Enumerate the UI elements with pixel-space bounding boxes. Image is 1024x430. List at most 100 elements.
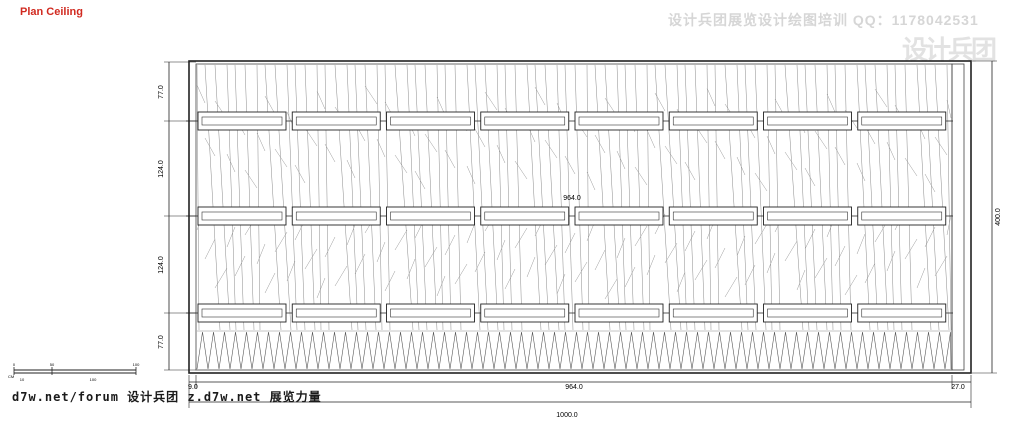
hatch-line [544,139,558,159]
hatch-line [634,64,645,331]
scale-bar: 0 50 100 CM 10 100 [8,362,140,382]
hatch-line [244,64,255,331]
beam-inner [861,211,943,221]
hatch-line [754,172,768,192]
beam-inner [578,116,660,126]
beam-inner [295,116,377,126]
hatch-line [244,169,258,189]
hatch-line [294,164,306,184]
scale-tick-bottom-1: 10 [20,377,25,382]
hatch-line [664,242,678,264]
scale-tick-top-3: 100 [133,362,140,367]
hatch-line [736,235,746,257]
hatch-line [594,134,606,154]
hatch-line [496,64,505,331]
hatch-line [406,64,420,331]
hatch-line [946,99,952,119]
hatch-line [586,64,590,331]
hatch-line [234,255,246,277]
hatch-line [346,159,356,179]
hatch-line [304,64,316,331]
hatch-line [796,64,810,331]
hatch-line [676,64,688,331]
hatch-line [706,64,712,331]
dim-left-4: 77.0 [158,335,165,349]
hatch-line [354,253,366,275]
hatch-line [624,64,635,331]
beam-inner [201,308,283,318]
hatch-line [316,90,326,110]
hatch-line [934,64,950,331]
hatch-line [454,263,468,285]
bottom-zigzag [196,330,952,370]
hatch-line [904,64,913,331]
beam-segment [763,206,852,226]
hatch-line [466,165,476,185]
hatch-line [394,154,408,174]
hatch-line [406,258,416,280]
dim-overall-height: 400.0 [995,208,1002,226]
dim-inner-width: 964.0 [563,195,581,202]
beam-inner [201,116,283,126]
hatch-line [514,160,528,180]
hatch-line [766,135,776,155]
beam-segment [668,111,758,131]
scale-tick-top-2: 50 [50,362,55,367]
outer-frame [188,60,972,374]
hatch-line [474,64,489,331]
hatch-line [634,166,648,186]
hatch-line [496,144,506,164]
hatch-line [934,255,948,277]
right-dimension: 400.0 [972,60,1002,374]
hatch-line [484,64,499,331]
hatch-line [514,64,523,331]
hatch-line [744,64,757,331]
hatch-line [196,64,200,331]
hatch-line [376,241,386,263]
hatch-line [414,170,426,190]
hatch-line [466,64,481,331]
hatch-line [346,64,359,331]
beam-segment [480,111,570,131]
beam-segment [574,206,664,226]
hatch-line [214,64,231,331]
hatch-line [924,173,936,193]
hatch-line [856,162,866,182]
hatch-line [784,64,804,331]
beam-rows [186,111,953,323]
side-strip [951,63,965,371]
hatch-line [424,133,438,153]
hatch-line [534,86,546,106]
hatch-line [534,64,550,331]
hatch-line [924,64,940,331]
hatch-line [646,254,656,276]
hatch-line [664,145,678,165]
hatch-line [714,247,726,269]
hatch-line [916,267,926,289]
hatch-line [226,226,236,248]
hatch-line [264,64,282,331]
hatch-line [864,262,876,284]
hatch-line [814,257,828,279]
dim-left-3: 124.0 [158,256,165,274]
hatch-line [724,64,743,331]
hatch-line [394,64,414,331]
hatch-line [904,157,918,177]
hatch-line [384,270,396,292]
hatch-line [544,244,558,266]
hatch-line [804,64,818,331]
hatch-line [564,155,576,175]
hatch-line [334,265,348,287]
hatch-line [346,224,356,246]
beam-inner [484,211,566,221]
beam-inner [390,211,471,221]
beam-segment [291,111,381,131]
hatch-line [196,84,206,104]
hatch-line [474,128,486,148]
hatch-line [874,88,888,108]
hatch-line [754,64,767,331]
hatch-line [784,151,798,171]
hatch-line [556,64,566,331]
beam-segment [197,111,287,131]
